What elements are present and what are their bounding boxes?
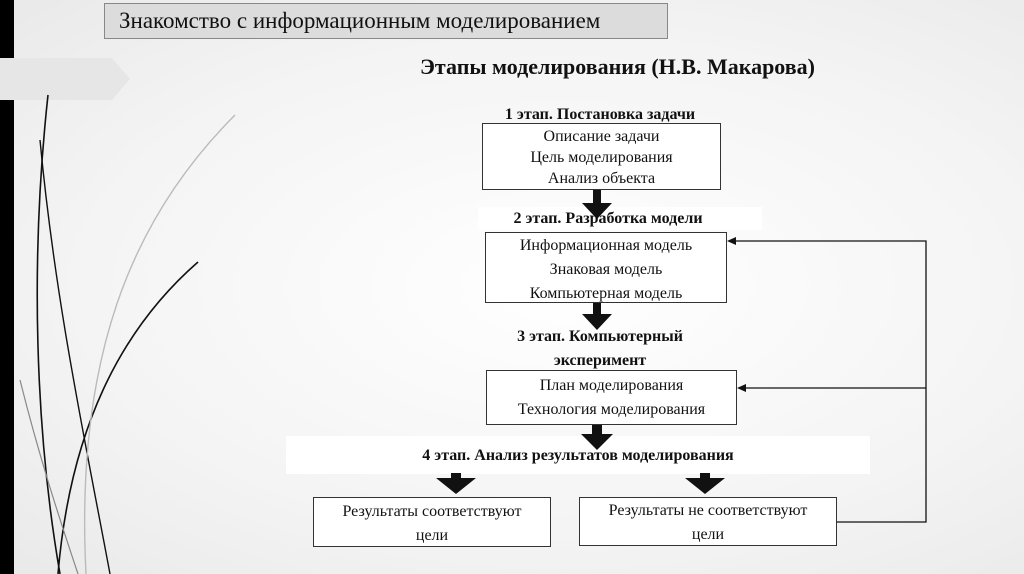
stage2-label: 2 этап. Разработка модели xyxy=(513,210,703,227)
stage2-box: Информационная модель Знаковая модель Ко… xyxy=(485,232,727,303)
stage1-item: Цель моделирования xyxy=(530,149,673,166)
result-match-text: цели xyxy=(415,527,449,544)
diagram-subtitle: Этапы моделирования (Н.В. Макарова) xyxy=(420,54,815,79)
stage4-label-band xyxy=(286,436,870,474)
decorative-curve-2 xyxy=(39,139,111,574)
stage3-box: План моделирования Технология моделирова… xyxy=(486,370,737,425)
decorative-curve-3 xyxy=(57,261,199,574)
header-title: Знакомство с информационным моделировани… xyxy=(104,3,668,39)
decorative-ribbon xyxy=(0,58,130,100)
stage1-item: Анализ объекта xyxy=(547,170,656,187)
stage1-box: Описание задачи Цель моделирования Анали… xyxy=(482,123,721,190)
down-arrow-2 xyxy=(582,303,612,330)
decorative-curve-4 xyxy=(83,114,236,574)
stage3-item: Технология моделирования xyxy=(517,401,706,418)
stage1-label: 1 этап. Постановка задачи xyxy=(504,106,696,123)
result-mismatch-text: цели xyxy=(691,526,725,543)
stage3-item: План моделирования xyxy=(539,377,684,394)
stage2-item: Знаковая модель xyxy=(549,261,663,278)
left-accent-bar xyxy=(0,0,14,574)
down-arrow-1 xyxy=(582,190,612,219)
stage1-item: Описание задачи xyxy=(543,128,660,145)
stage2-label-band xyxy=(478,207,762,230)
stage3-label-line: эксперимент xyxy=(553,352,647,369)
down-arrow-left xyxy=(436,473,476,494)
decorative-curve-5 xyxy=(19,379,79,574)
feedback-arrowhead-stage3 xyxy=(737,384,746,392)
feedback-arrowhead-stage2 xyxy=(727,237,736,245)
stage4-label: 4 этап. Анализ результатов моделирования xyxy=(422,447,734,464)
result-match-box: Результаты соответствуют цели xyxy=(313,497,551,547)
decorative-curves xyxy=(0,58,236,574)
down-arrow-right xyxy=(685,473,725,494)
result-mismatch-box: Результаты не соответствуют цели xyxy=(579,497,837,546)
result-mismatch-text: Результаты не соответствуют xyxy=(608,502,808,519)
down-arrow-3 xyxy=(581,425,613,450)
stage3-label: 3 этап. Компьютерный эксперимент xyxy=(488,325,712,373)
stage2-item: Компьютерная модель xyxy=(529,285,683,302)
stage2-item: Информационная модель xyxy=(519,237,693,254)
feedback-line-stage2 xyxy=(731,240,927,523)
stage3-label-line: 3 этап. Компьютерный xyxy=(517,328,683,345)
result-match-text: Результаты соответствуют xyxy=(342,503,522,520)
